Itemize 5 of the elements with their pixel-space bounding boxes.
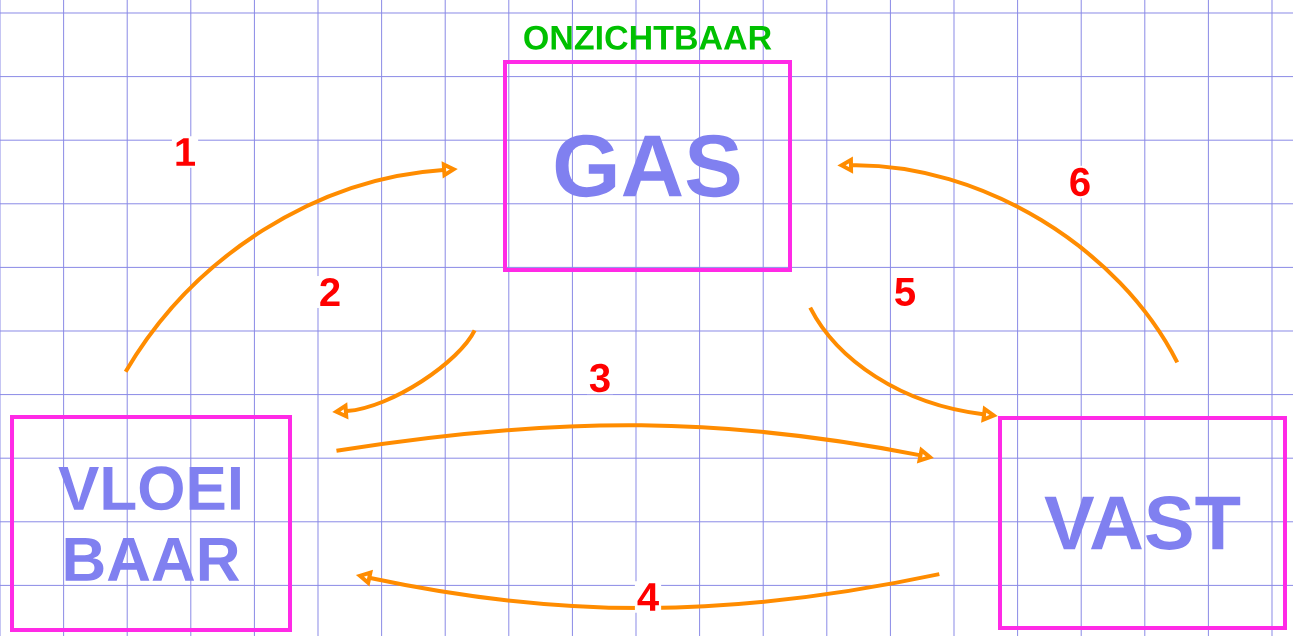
edge-label: 1 xyxy=(171,136,199,168)
edge-label: 2 xyxy=(316,276,344,308)
node-caption: ONZICHTBAAR xyxy=(524,25,772,50)
edge-label: 4 xyxy=(634,581,662,613)
edge-label: 5 xyxy=(891,276,919,308)
